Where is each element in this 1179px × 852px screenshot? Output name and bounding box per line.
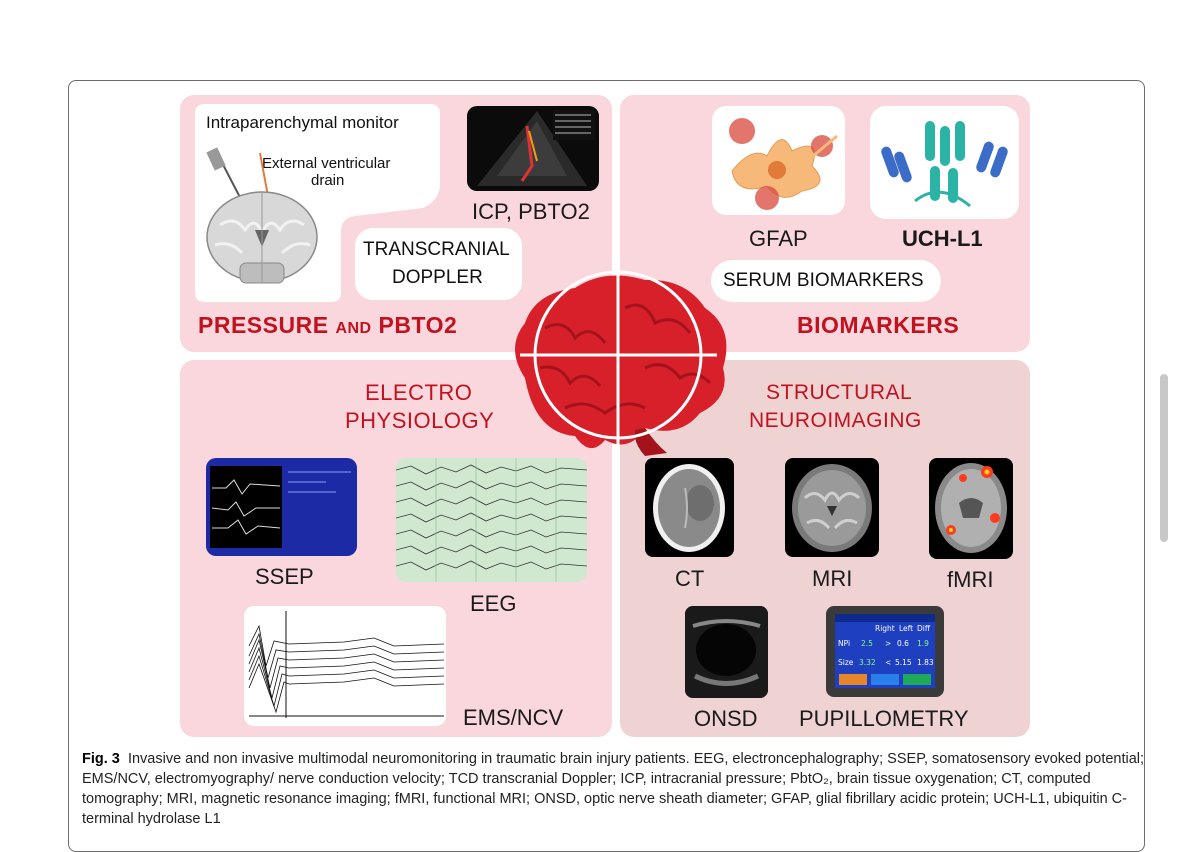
mri-image bbox=[785, 458, 879, 557]
row1-cmp: > bbox=[885, 639, 892, 648]
row2-right: 3.32 bbox=[859, 658, 876, 667]
uchl1-label: UCH-L1 bbox=[902, 226, 983, 251]
vertical-scrollbar[interactable] bbox=[1160, 374, 1168, 542]
pupillometry-device: Right Left Diff NPi 2.5 > 0.6 1.9 Size 3… bbox=[826, 606, 944, 697]
intraparenchymal-label: Intraparenchymal monitor bbox=[206, 113, 399, 132]
icp-pbto2-label: ICP, PBTO2 bbox=[472, 199, 590, 224]
serum-pill bbox=[711, 260, 941, 302]
fmri-image bbox=[929, 458, 1013, 559]
figure-caption: Fig. 3 Invasive and non invasive multimo… bbox=[82, 749, 1152, 829]
row2-diff: 1.83 bbox=[917, 658, 934, 667]
ct-image bbox=[645, 458, 734, 557]
row1-left: 0.6 bbox=[897, 639, 909, 648]
gfap-image bbox=[712, 106, 845, 215]
caption-text: Invasive and non invasive multimodal neu… bbox=[82, 751, 1145, 827]
ems-ncv-label: EMS/NCV bbox=[463, 705, 564, 730]
pupillometry-screen: Right Left Diff NPi 2.5 > 0.6 1.9 Size 3… bbox=[835, 614, 935, 688]
ems-ncv-image bbox=[244, 606, 446, 726]
neuroimaging-title-line1: STRUCTURAL bbox=[766, 381, 913, 404]
tcd-pill bbox=[355, 228, 522, 300]
crosshair-icon bbox=[520, 268, 717, 458]
onsd-label: ONSD bbox=[694, 706, 758, 731]
pressure-title: PRESSURE AND PBTO2 bbox=[198, 312, 457, 339]
eeg-label: EEG bbox=[470, 591, 517, 616]
evd-label-line2: drain bbox=[311, 172, 345, 189]
uchl1-image bbox=[870, 106, 1019, 219]
electro-title-line2: PHYSIOLOGY bbox=[345, 408, 495, 433]
row1-label: NPi bbox=[838, 639, 851, 648]
ct-label: CT bbox=[675, 566, 705, 591]
onsd-image bbox=[685, 606, 768, 698]
eeg-image bbox=[396, 458, 587, 582]
row2-cmp: < bbox=[885, 658, 892, 667]
pupillometry-label: PUPILLOMETRY bbox=[799, 706, 969, 731]
pressure-title-b: PBTO2 bbox=[378, 312, 458, 338]
row1-diff: 1.9 bbox=[917, 639, 929, 648]
electro-title-line1: ELECTRO bbox=[365, 380, 473, 405]
row2-label: Size bbox=[838, 658, 854, 667]
col-right: Right bbox=[875, 624, 895, 633]
serum-label: SERUM BIOMARKERS bbox=[723, 270, 924, 291]
doppler-ultrasound-image bbox=[467, 106, 599, 191]
ssep-image bbox=[206, 458, 357, 556]
screen-button-blue bbox=[871, 674, 899, 685]
row2-left: 5.15 bbox=[895, 658, 912, 667]
tcd-label-line1: TRANSCRANIAL bbox=[363, 239, 510, 260]
evd-label-line1: External ventricular bbox=[262, 155, 391, 172]
row1-right: 2.5 bbox=[861, 639, 873, 648]
neuroimaging-title-line2: NEUROIMAGING bbox=[749, 409, 922, 432]
fmri-label: fMRI bbox=[947, 567, 994, 592]
mri-label: MRI bbox=[812, 566, 853, 591]
gfap-label: GFAP bbox=[749, 226, 808, 251]
coronal-brain-illustration bbox=[206, 147, 318, 284]
ssep-label: SSEP bbox=[255, 564, 314, 589]
screen-button-green bbox=[903, 674, 931, 685]
caption-label: Fig. 3 bbox=[82, 751, 120, 767]
screen-status-bar bbox=[835, 614, 935, 622]
brain-icon bbox=[515, 268, 727, 458]
col-left: Left bbox=[899, 624, 914, 633]
screen-button-orange bbox=[839, 674, 867, 685]
pressure-title-a: PRESSURE bbox=[198, 312, 329, 338]
col-diff: Diff bbox=[917, 624, 931, 633]
tcd-label-line2: DOPPLER bbox=[392, 267, 483, 288]
biomarkers-title: BIOMARKERS bbox=[797, 312, 960, 338]
pressure-title-and: AND bbox=[335, 320, 372, 337]
